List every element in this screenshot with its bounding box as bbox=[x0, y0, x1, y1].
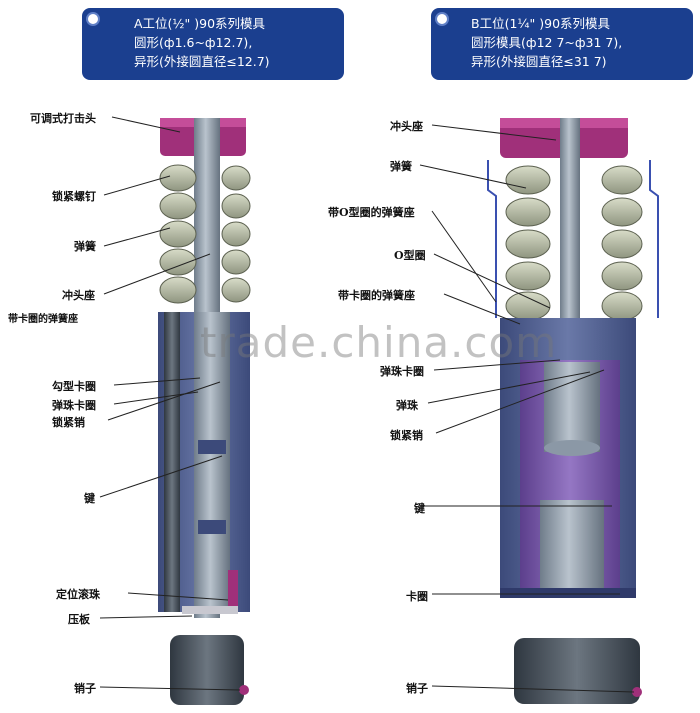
header-b-line3: 异形(外接圆直径≤31 7) bbox=[471, 54, 607, 69]
spring-b bbox=[505, 165, 643, 321]
label-punch-seat-b: 冲头座 bbox=[390, 120, 423, 133]
pin-body-b bbox=[514, 638, 640, 704]
label-punch-seat-a: 冲头座 bbox=[62, 289, 95, 302]
label-ball-ring-a: 弹珠卡圈 bbox=[52, 399, 96, 412]
label-oring: O型圈 bbox=[394, 249, 426, 262]
label-ball-ring-b: 弹珠卡圈 bbox=[380, 365, 424, 378]
label-spring-a: 弹簧 bbox=[74, 240, 96, 253]
assembly-a bbox=[158, 118, 251, 705]
label-ball: 弹珠 bbox=[396, 399, 418, 412]
label-key-a: 键 bbox=[84, 492, 95, 505]
label-snap-ring: 卡圈 bbox=[406, 590, 428, 603]
header-b: B工位(1¼" )90系列模具 圆形模具(ф12 7~ф31 7), 异形(外接… bbox=[431, 8, 693, 80]
label-adjustable-head: 可调式打击头 bbox=[30, 112, 96, 125]
label-seat-cut: 带卡圈的弹簧座 bbox=[8, 314, 78, 325]
label-pin-b: 销子 bbox=[406, 682, 428, 695]
label-key-b: 键 bbox=[414, 502, 425, 515]
label-spring-b: 弹簧 bbox=[390, 160, 412, 173]
label-press-plate: 压板 bbox=[68, 613, 90, 626]
watermark: trade.china.com bbox=[200, 318, 558, 367]
header-a-line3: 异形(外接圆直径≤12.7) bbox=[134, 54, 270, 69]
bullet-icon bbox=[435, 12, 449, 26]
header-b-line1: B工位(1¼" )90系列模具 bbox=[471, 16, 611, 31]
header-a-line1: A工位(½" )90系列模具 bbox=[134, 16, 266, 31]
label-hook-ring: 勾型卡圈 bbox=[52, 380, 96, 393]
header-b-line2: 圆形模具(ф12 7~ф31 7), bbox=[471, 35, 623, 50]
label-position-ball: 定位滚珠 bbox=[56, 588, 100, 601]
label-oring-seat: 带O型圈的弹簧座 bbox=[328, 206, 415, 219]
spring-a bbox=[159, 164, 251, 304]
header-a: A工位(½" )90系列模具 圆形(ф1.6~ф12.7), 异形(外接圆直径≤… bbox=[82, 8, 344, 80]
label-ring-seat-b: 带卡圈的弹簧座 bbox=[338, 289, 415, 302]
label-pin-a: 销子 bbox=[74, 682, 96, 695]
label-lock-pin-a: 锁紧销 bbox=[52, 416, 85, 429]
label-lock-screw: 锁紧螺钉 bbox=[52, 190, 96, 203]
header-a-line2: 圆形(ф1.6~ф12.7), bbox=[134, 35, 253, 50]
bullet-icon bbox=[86, 12, 100, 26]
pin-body-a bbox=[170, 635, 244, 705]
label-lock-pin-b: 锁紧销 bbox=[390, 429, 423, 442]
assembly-b bbox=[487, 118, 659, 704]
